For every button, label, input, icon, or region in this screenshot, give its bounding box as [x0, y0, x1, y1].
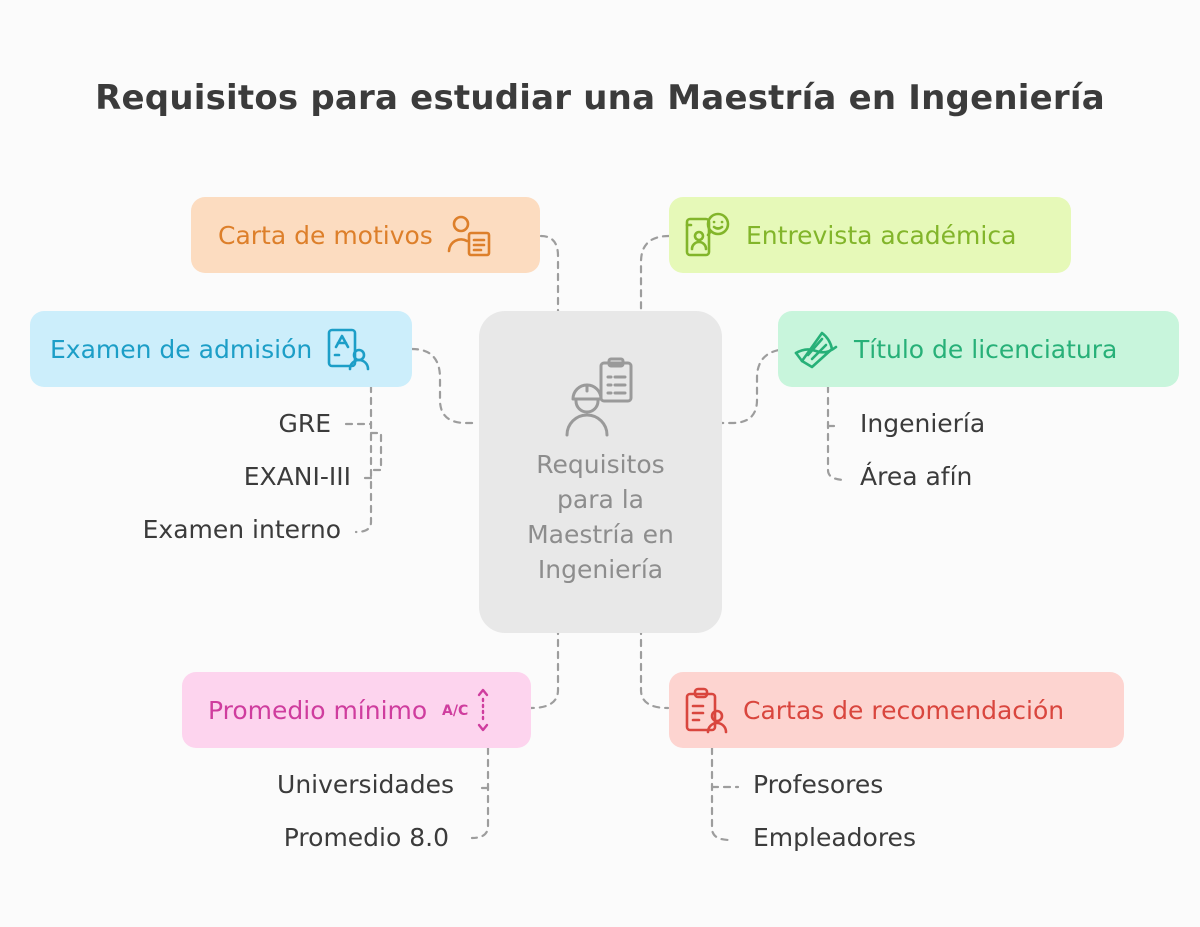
connector-profesores — [710, 746, 732, 842]
node-label: Título de licenciatura — [854, 334, 1118, 364]
leaf-promedio-8: Promedio 8.0 — [283, 823, 449, 852]
connector-exani — [354, 384, 373, 534]
connector-titulo — [720, 347, 792, 425]
central-node: Requisitos para la Maestría en Ingenierí… — [479, 311, 722, 633]
leaf-universidades: Universidades — [277, 770, 454, 799]
connector-universidades — [470, 746, 490, 840]
node-titulo: Título de licenciatura — [778, 311, 1179, 387]
grade-scale-icon: A/C — [441, 687, 493, 733]
node-label: Carta de motivos — [218, 220, 433, 250]
person-document-icon — [447, 213, 493, 257]
leaf-gre: GRE — [278, 409, 331, 438]
node-label: Cartas de recomendación — [743, 695, 1065, 725]
connector-examen — [410, 347, 480, 425]
node-label: Promedio mínimo — [208, 695, 428, 725]
leaf-empleadores: Empleadores — [753, 823, 916, 852]
connector-cartas-rec — [639, 614, 670, 710]
connector-promedio — [529, 614, 560, 710]
exam-person-icon — [326, 327, 370, 371]
node-entrevista: Entrevista académica — [669, 197, 1071, 273]
connector-ingenieria — [826, 384, 848, 482]
node-promedio: Promedio mínimo A/C — [182, 672, 531, 748]
node-cartas-rec: Cartas de recomendación — [669, 672, 1124, 748]
svg-text:A/C: A/C — [442, 703, 468, 719]
node-label: Entrevista académica — [746, 220, 1017, 250]
diploma-icon — [792, 327, 840, 371]
leaf-profesores: Profesores — [753, 770, 884, 799]
central-node-label: Requisitos para la Maestría en Ingenierí… — [527, 450, 674, 584]
connector-entrevista — [639, 234, 671, 330]
connector-carta-motivos — [539, 234, 560, 330]
interview-icon — [684, 211, 732, 259]
leaf-examen-interno: Examen interno — [142, 515, 341, 544]
recommendation-clipboard-icon — [683, 686, 729, 734]
node-examen: Examen de admisión — [30, 311, 412, 387]
node-carta-motivos: Carta de motivos — [191, 197, 540, 273]
leaf-ingenieria: Ingeniería — [860, 409, 986, 438]
leaf-area-afin: Área afín — [860, 462, 973, 491]
node-label: Examen de admisión — [50, 334, 313, 364]
diagram-title: Requisitos para estudiar una Maestría en… — [95, 78, 1105, 118]
connector-examen-bracket — [369, 431, 383, 472]
leaf-exani-iii: EXANI-III — [243, 462, 351, 491]
engineer-clipboard-icon — [561, 357, 641, 441]
